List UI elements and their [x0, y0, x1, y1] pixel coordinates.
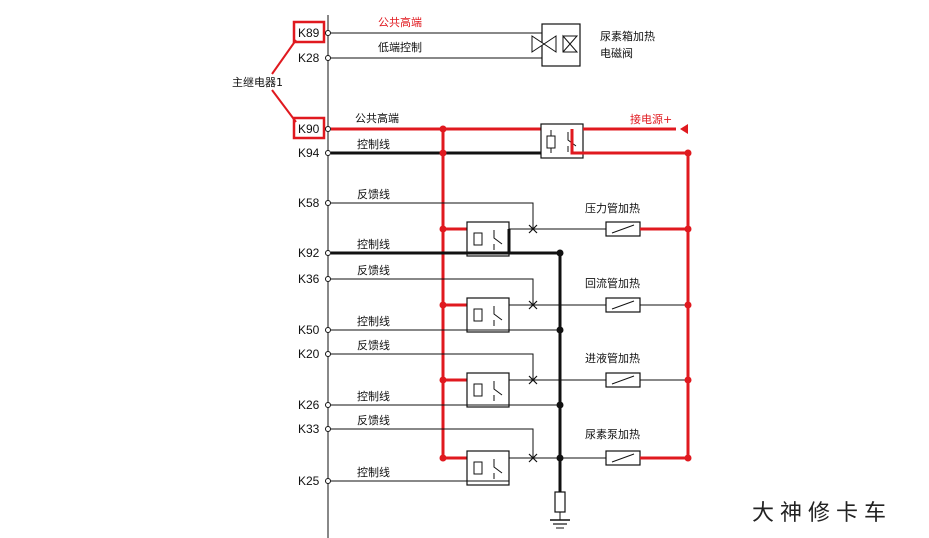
pin-k92: K92: [298, 246, 320, 260]
solenoid-valve-icon: [531, 23, 581, 67]
label-urea-pump-heater: 尿素泵加热: [585, 428, 640, 441]
k90-highlight-box: [292, 116, 326, 140]
urea-pump-heater-icon: [605, 450, 641, 466]
relay-2-icon: [466, 297, 510, 333]
battery-arrow-icon: [680, 124, 688, 134]
pin-k94: K94: [298, 146, 320, 160]
main-relay-link-top: [271, 39, 297, 75]
label-control-line-1: 控制线: [357, 137, 390, 151]
pin-k50: K50: [298, 323, 320, 337]
wire-k33-feedback: [331, 428, 534, 458]
label-urea-tank-valve-line1: 尿素箱加热: [600, 29, 655, 43]
label-feedback-line-4: 反馈线: [357, 413, 390, 427]
wire-k58-feedback: [331, 202, 534, 229]
pin-k25: K25: [298, 474, 320, 488]
pin-k90: K90: [298, 122, 320, 136]
label-common-high: 公共高端: [355, 111, 399, 125]
pin-k36: K36: [298, 272, 320, 286]
wire-k20-feedback: [331, 353, 534, 380]
relay-3-icon: [466, 372, 510, 408]
wire-k36-feedback: [331, 278, 534, 305]
label-control-line-2: 控制线: [357, 237, 390, 251]
label-feedback-line-3: 反馈线: [357, 338, 390, 352]
pin-terminals: [325, 30, 331, 484]
pin-k33: K33: [298, 422, 320, 436]
label-feedback-line-1: 反馈线: [357, 187, 390, 201]
wire-relay-to-right-bus: [570, 129, 688, 155]
main-relay-link-bottom: [271, 89, 297, 123]
label-return-pipe-heater: 回流管加热: [585, 276, 640, 290]
black-junction-dots: [556, 249, 564, 462]
feedback-crossing-marks: [528, 224, 538, 463]
label-urea-tank-valve-line2: 电磁阀: [600, 46, 633, 60]
label-inlet-pipe-heater: 进液管加热: [585, 351, 640, 365]
red-junction-dots: [439, 125, 692, 462]
ground-icon: [550, 491, 570, 529]
label-control-line-4: 控制线: [357, 389, 390, 403]
return-pipe-heater-icon: [605, 297, 641, 313]
main-relay-label: 主继电器1: [232, 76, 283, 89]
label-control-line-5: 控制线: [357, 465, 390, 479]
pin-k26: K26: [298, 398, 320, 412]
pin-k20: K20: [298, 347, 320, 361]
pin-k58: K58: [298, 196, 320, 210]
pin-k28: K28: [298, 51, 320, 65]
pressure-pipe-heater-icon: [605, 221, 641, 237]
label-low-side-control: 低端控制: [378, 40, 422, 54]
label-control-line-3: 控制线: [357, 314, 390, 328]
label-battery-plus: 接电源+: [630, 112, 672, 126]
relay-4-icon: [466, 450, 510, 486]
label-feedback-line-2: 反馈线: [357, 263, 390, 277]
pin-k89: K89: [298, 26, 320, 40]
label-pressure-pipe-heater: 压力管加热: [585, 201, 640, 215]
inlet-pipe-heater-icon: [605, 372, 641, 388]
k89-highlight-box: [292, 20, 326, 44]
relay-1-icon: [466, 221, 510, 257]
label-common-high-top: 公共高端: [378, 15, 422, 29]
watermark-text: 大神修卡车: [752, 501, 892, 526]
